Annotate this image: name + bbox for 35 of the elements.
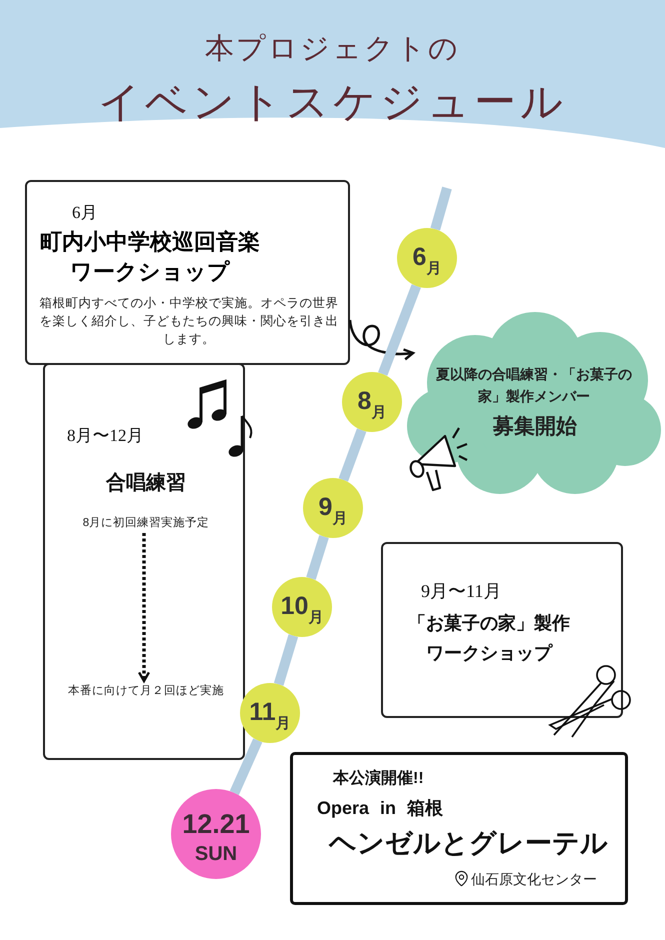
title: イベントスケジュール xyxy=(97,77,568,127)
date-label: 8$_{月}$ xyxy=(358,386,386,421)
event-text: 夏以降の合唱練習・「お菓子の家」製作メンバー xyxy=(435,365,633,406)
timeline-line xyxy=(274,634,298,686)
period-label: 6月 xyxy=(72,202,98,224)
timeline-line xyxy=(378,284,421,376)
timeline-line xyxy=(230,738,262,795)
event-text: 「お菓子の家」製作ワークショップ xyxy=(407,612,571,665)
event-card xyxy=(43,363,245,760)
event-card xyxy=(25,180,350,365)
period-label: 9月〜11月 xyxy=(421,580,502,603)
date-label: 6$_{月}$ xyxy=(412,242,442,277)
event-text: 合唱練習 xyxy=(104,471,187,496)
timeline-line xyxy=(338,428,366,482)
date-label: 11$_{月}$ xyxy=(249,697,291,732)
event-text: 仙石原文化センター xyxy=(471,870,597,889)
event-text: ヘンゼルとグレーテル xyxy=(329,827,608,860)
event-text: 箱根町内すべての小・中学校で実施。オペラの世界を楽しく紹介し、子どもたちの興味・関心を引き出します。 xyxy=(39,295,339,348)
event-card xyxy=(290,752,628,905)
timeline-line xyxy=(430,186,452,231)
date-label: SUN xyxy=(194,842,238,867)
timeline-line xyxy=(306,535,329,580)
event-text: Opera in 箱根 xyxy=(317,797,444,820)
event-text: 8月に初回練習実施予定 xyxy=(82,515,210,531)
event-text: 本番に向けて月２回ほど実施 xyxy=(67,683,225,699)
date-label: 10$_{月}$ xyxy=(280,591,324,626)
event-text: 募集開始 xyxy=(492,414,578,440)
date-label: 9$_{月}$ xyxy=(318,492,348,527)
subtitle: 本プロジェクトの xyxy=(204,32,461,67)
date-label: 12.21 xyxy=(181,809,251,839)
period-label: 8月〜12月 xyxy=(67,425,144,447)
arrow xyxy=(138,533,150,682)
event-text: 町内小中学校巡回音楽ワークショップ xyxy=(39,228,261,286)
event-card xyxy=(381,542,623,718)
event-text: 本公演開催!! xyxy=(333,768,424,789)
